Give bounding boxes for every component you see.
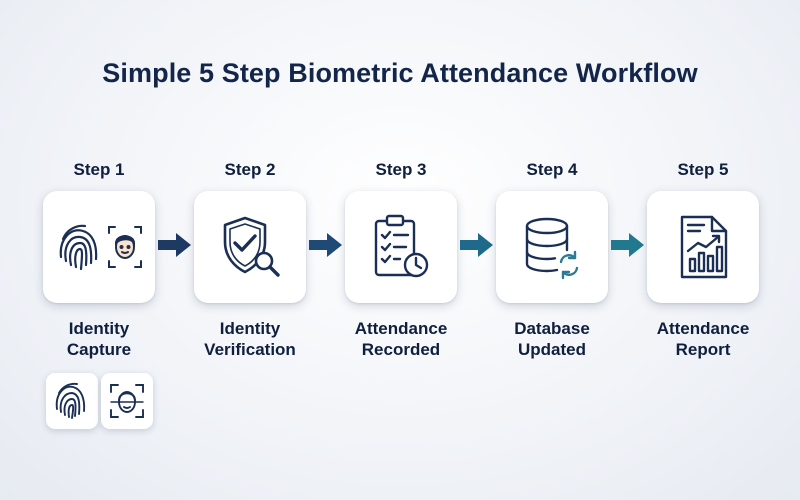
step-label: Step 2	[224, 160, 276, 179]
face-scan-icon	[110, 384, 144, 418]
clipboard-clock-icon	[374, 214, 429, 278]
step-label: Step 4	[526, 160, 578, 179]
arrow-right-icon	[611, 233, 644, 257]
database-sync-icon	[525, 217, 579, 280]
step-label: Step 3	[375, 160, 427, 179]
fingerprint-tile	[46, 373, 98, 429]
report-chart-icon	[680, 215, 728, 279]
step-card	[647, 191, 759, 303]
step-card	[43, 191, 155, 303]
step-card	[345, 191, 457, 303]
arrow-right-icon	[158, 233, 191, 257]
face-scan-tile	[101, 373, 153, 429]
step-label: Step 1	[73, 160, 125, 179]
step-card	[194, 191, 306, 303]
fingerprint-icon	[55, 382, 86, 419]
shield-check-icon	[223, 216, 280, 277]
fingerprint-and-face-scan-icon	[59, 224, 142, 271]
arrow-right-icon	[309, 233, 342, 257]
step-card	[496, 191, 608, 303]
arrow-right-icon	[460, 233, 493, 257]
page-title: Simple 5 Step Biometric Attendance Workf…	[102, 58, 698, 88]
step-label: Step 5	[677, 160, 729, 179]
